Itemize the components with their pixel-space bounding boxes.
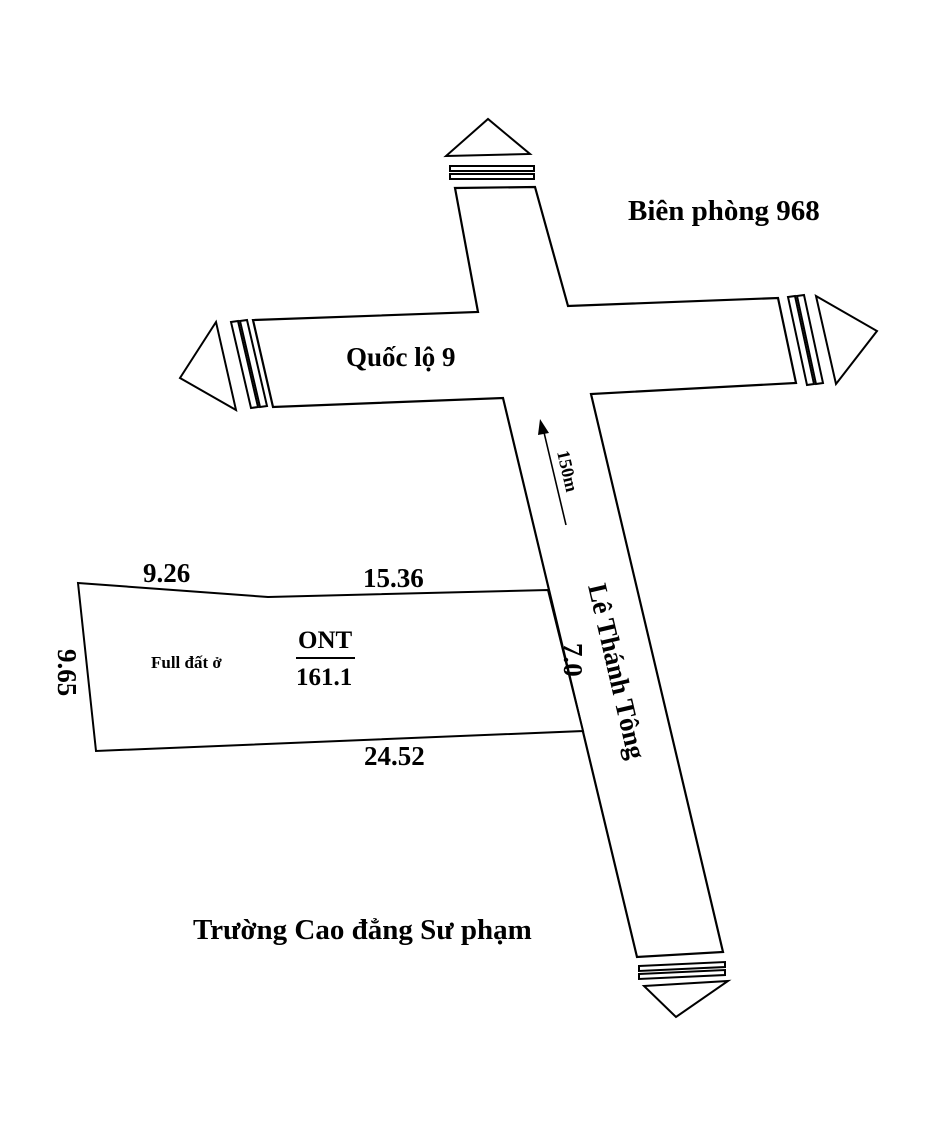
east-arrow-icon [814, 293, 879, 387]
distance-arrow-icon [538, 419, 549, 435]
east-end-bar [795, 293, 825, 386]
land-code-label: ONT [298, 627, 353, 654]
east-end-bar [786, 294, 816, 387]
west-end-bar [238, 318, 269, 409]
distance-arrow-line [541, 423, 567, 526]
dimension-frontage: 7.0 [558, 643, 588, 677]
dimension-top-left: 9.26 [143, 558, 190, 588]
parcel-use-label: Full đất ở [151, 653, 222, 672]
south-end-bar [638, 960, 726, 973]
north-end-bar [449, 165, 535, 172]
dimension-bottom: 24.52 [364, 741, 425, 771]
north-arrow-icon [443, 117, 533, 158]
west-end-bar [229, 319, 260, 410]
land-parcel [76, 581, 585, 753]
parcel-area-label: 161.1 [296, 664, 352, 691]
dimension-top-right: 15.36 [363, 563, 424, 593]
north-end-bar [449, 173, 535, 180]
border-post-label: Biên phòng 968 [628, 195, 820, 227]
west-arrow-icon [178, 319, 238, 412]
dimension-left: 9.65 [52, 649, 82, 696]
college-label: Trường Cao đẳng Sư phạm [193, 914, 532, 946]
road-network [251, 185, 798, 959]
south-arrow-icon [641, 979, 732, 1019]
highway-label: Quốc lộ 9 [346, 342, 456, 372]
south-end-bar [638, 968, 726, 981]
